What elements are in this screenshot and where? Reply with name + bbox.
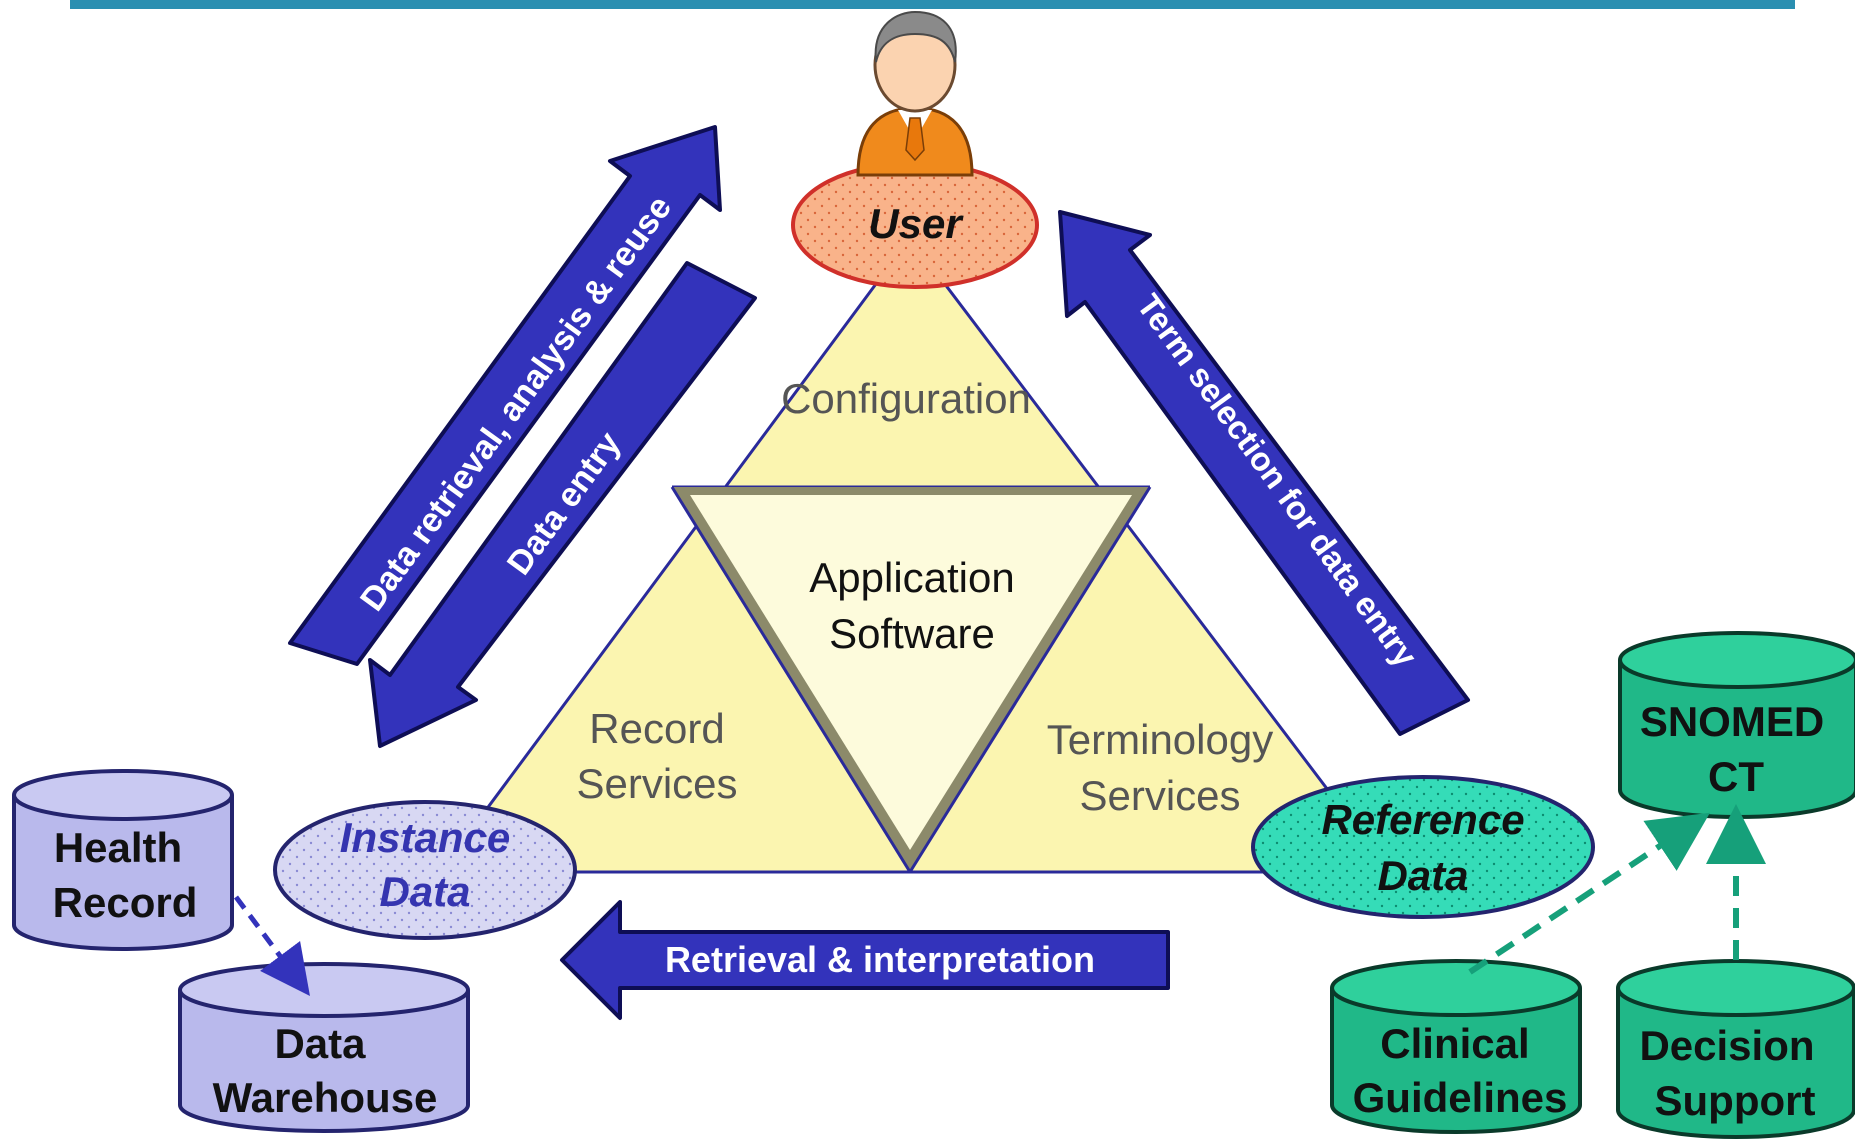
terminology-services-label-2: Services (1079, 772, 1240, 819)
record-services-label-2: Services (576, 760, 737, 807)
application-software-label-2: Software (829, 610, 995, 657)
instance-data-label-2: Data (379, 868, 470, 915)
terminology-services-label-1: Terminology (1047, 716, 1273, 763)
health-record-database (12, 769, 234, 951)
decision-support-label-2: Support (1655, 1077, 1816, 1124)
clinical-guidelines-label-1: Clinical (1380, 1020, 1529, 1067)
reference-data-label-2: Data (1377, 852, 1468, 899)
clinical-guidelines-label-2: Guidelines (1353, 1074, 1568, 1121)
application-triangle (437, 235, 1394, 874)
reference-data-label-1: Reference (1321, 796, 1524, 843)
retrieval-interpretation-label: Retrieval & interpretation (665, 939, 1095, 980)
clinical-guidelines-database (1330, 959, 1582, 1134)
reference-data-node (1251, 775, 1595, 919)
decision-support-database (1616, 959, 1855, 1139)
top-banner (70, 0, 1795, 9)
decision-support-label-1: Decision (1639, 1022, 1814, 1069)
data-warehouse-label-2: Warehouse (213, 1074, 438, 1121)
instance-data-node (273, 800, 577, 940)
health-record-label-1: Health (54, 824, 182, 871)
data-entry-arrow (368, 261, 757, 748)
instance-data-label-1: Instance (340, 814, 510, 861)
health-to-warehouse-link (233, 895, 310, 997)
user-label: User (868, 200, 964, 247)
application-software-label-1: Application (809, 554, 1014, 601)
snomed-label-2: CT (1708, 753, 1764, 800)
user-person-icon (856, 10, 974, 177)
record-services-label-1: Record (589, 705, 724, 752)
data-warehouse-database (178, 962, 470, 1133)
snomed-label-1: SNOMED (1640, 698, 1824, 745)
data-warehouse-label-1: Data (274, 1020, 366, 1067)
term-selection-arrow (1058, 210, 1470, 736)
configuration-label: Configuration (781, 375, 1031, 422)
snomed-database (1618, 631, 1855, 819)
guidelines-to-snomed-link (1468, 812, 1710, 975)
retrieval-interpretation-arrow (560, 900, 1170, 1020)
data-retrieval-arrow (288, 125, 722, 666)
health-record-label-2: Record (53, 879, 198, 926)
